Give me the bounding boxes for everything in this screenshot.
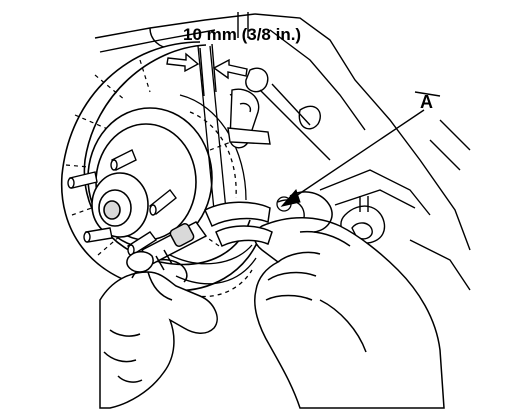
measurement-arrows — [166, 43, 248, 97]
right-hand — [253, 191, 445, 409]
wheel-stud — [110, 149, 137, 171]
measuring-tool — [126, 201, 273, 273]
tool-jaw — [204, 201, 271, 228]
wheel-stud — [149, 189, 177, 216]
tool-tip — [126, 251, 154, 273]
measurement-pointer — [197, 45, 227, 211]
tool-jaw — [215, 225, 273, 248]
wheel-stud — [126, 231, 158, 256]
arrow-left-icon — [212, 58, 248, 80]
left-hand — [99, 258, 218, 409]
callout-a-leader — [276, 109, 425, 212]
wheel-stud — [83, 227, 113, 243]
measurement-label: 10 mm (3/8 in.) — [183, 25, 301, 44]
arrow-right-icon — [166, 52, 200, 73]
callout-label-a: A — [420, 92, 433, 112]
callout-target — [276, 196, 292, 212]
wheel-studs — [67, 149, 177, 256]
wheel-stud — [67, 171, 98, 189]
caliper-bracket — [227, 88, 271, 149]
tool-grip — [169, 223, 195, 247]
